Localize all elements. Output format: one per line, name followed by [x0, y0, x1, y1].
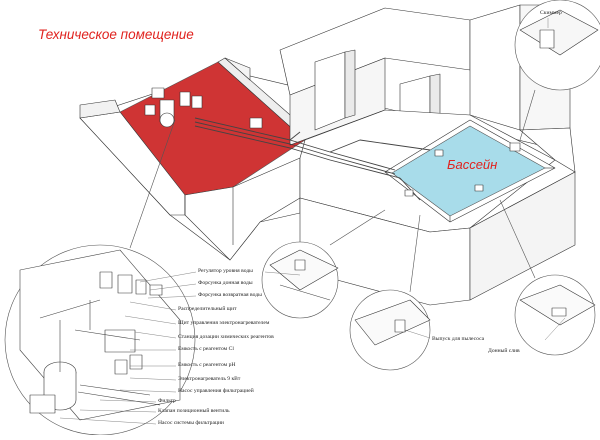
- label-electric-heater: Электронагреватель 9 кВт: [178, 376, 241, 382]
- label-water-level-regulator: Регулятор уровня воды: [198, 268, 253, 274]
- label-return-water-nozzle: Форсунка возвратная воды: [198, 292, 262, 298]
- label-canister-ph: Емкость с реагентом pH: [178, 362, 236, 368]
- label-bottom-drain: Донный слив: [488, 348, 520, 354]
- callout-bottom-drain: [499, 199, 596, 356]
- label-filtration-pump: Насос управления фильтрацией: [178, 388, 254, 394]
- leader-lines: [59, 18, 566, 425]
- tech-room-walls: [79, 57, 306, 261]
- callout-skimmer: [514, 0, 600, 141]
- label-skimmer: Скиммер: [540, 10, 562, 16]
- tech-room-equipment: [144, 87, 263, 129]
- label-filter: Фильтр: [158, 398, 176, 404]
- pool-fittings: [404, 142, 521, 197]
- label-reagent-dosing-station: Станция дозации химических реагентов: [178, 334, 274, 340]
- label-filtration-pump-main: Насос системы фильтрации: [158, 420, 224, 426]
- label-electrical-control-panel: Щит управления электронагревателем: [178, 320, 270, 326]
- pipework: [194, 117, 431, 201]
- label-bottom-water-nozzle: Форсунка донная воды: [198, 280, 253, 286]
- label-canister-cl: Емкость с реагентом Cl: [178, 346, 234, 352]
- tech-room-title: Техническое помещение: [38, 27, 194, 42]
- label-distribution-board: Распределительный щит: [178, 306, 237, 312]
- label-wall-outlet: Выпуск для пылесоса: [432, 336, 485, 342]
- callout-level-regulator: [261, 209, 386, 319]
- callout-wall-outlet: [349, 214, 431, 371]
- label-multiport-valve: Клапан позиционный вентиль: [158, 408, 230, 414]
- pool-label: Бассейн: [447, 157, 498, 172]
- callout-tech-room: [4, 119, 196, 436]
